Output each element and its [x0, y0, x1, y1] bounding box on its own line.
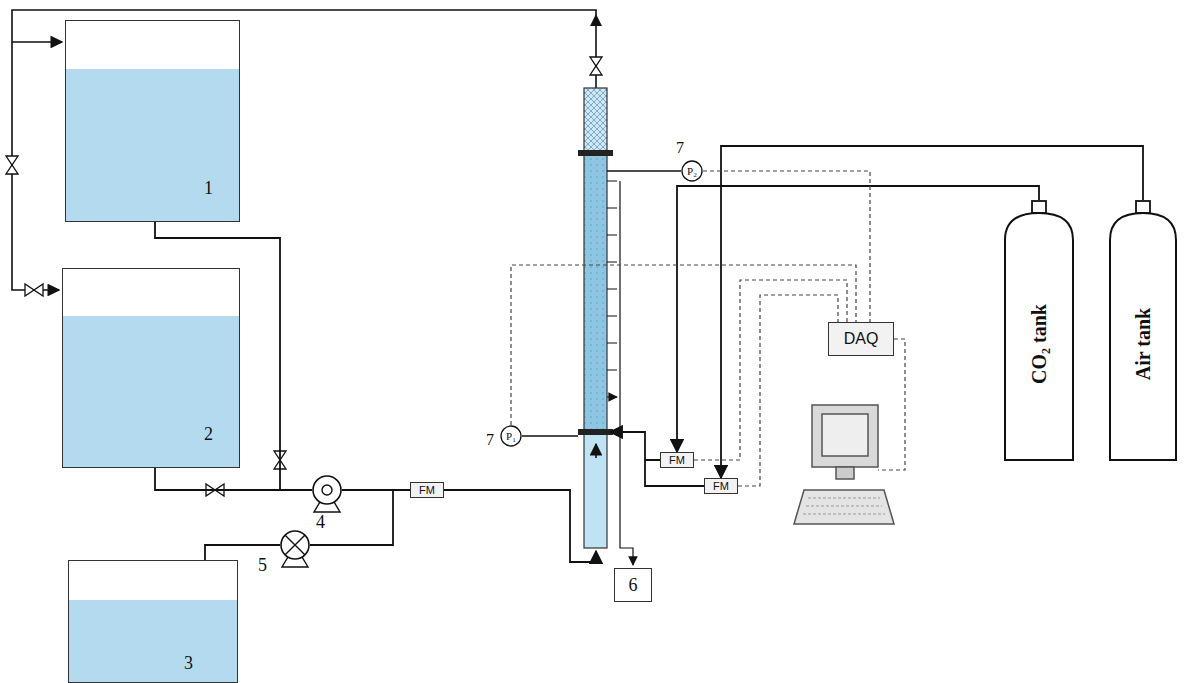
pipe-line: [155, 468, 312, 490]
liquid-tank: 1: [65, 20, 240, 222]
pump-outline: [280, 530, 310, 560]
signal-line: [878, 339, 905, 470]
signal-line: [511, 265, 856, 425]
pressure-gauge: P₁: [500, 425, 522, 447]
liquid-tank: 2: [62, 268, 240, 468]
node-label: FM: [419, 485, 435, 496]
gas-inlet-line: [610, 432, 704, 486]
node-label: DAQ: [844, 331, 879, 347]
bubble-column: [578, 88, 613, 548]
computer-icon: [794, 405, 894, 524]
callout-number: 4: [316, 513, 325, 531]
cylinder-label: CO₂ tank: [1029, 304, 1049, 384]
callout-number: 7: [676, 140, 684, 156]
node-label: FM: [713, 481, 729, 492]
cylinder-label: Air tank: [1133, 308, 1153, 380]
callout-number: 3: [184, 654, 193, 672]
signal-line: [694, 280, 847, 460]
gas-cylinder: Air tank: [1108, 200, 1178, 462]
flow-meter: FM: [410, 482, 444, 498]
recirculation-line: [12, 10, 602, 290]
node-label: P₁: [506, 431, 516, 442]
signal-line: [703, 171, 870, 322]
node-label: FM: [669, 455, 685, 466]
flow-meter: FM: [704, 478, 738, 494]
pressure-tap: [522, 171, 681, 436]
pipe-line: [677, 186, 1039, 452]
callout-number: 5: [258, 556, 267, 574]
liquid-tank: 3: [68, 560, 238, 683]
pump-outline: [312, 475, 342, 505]
callout-number: 1: [204, 179, 213, 197]
pipe-line: [205, 545, 280, 560]
sample-collector: 6: [614, 568, 652, 602]
centrifugal-pump: 4: [312, 475, 342, 505]
daq-box: DAQ: [828, 322, 894, 356]
pressure-gauge: P₂: [681, 160, 703, 182]
node-label: P₂: [687, 166, 697, 177]
pump-base: [282, 502, 340, 567]
callout-number: 7: [486, 432, 494, 448]
node-label: 6: [629, 576, 638, 594]
flow-meter: FM: [660, 452, 694, 468]
sampling-ports: [607, 181, 633, 565]
gas-cylinder: CO₂ tank: [1003, 200, 1075, 462]
signal-line: [738, 295, 838, 486]
pipe-line: [721, 146, 1143, 478]
callout-number: 2: [204, 425, 213, 443]
dosing-pump: 5: [280, 530, 310, 560]
liquid-feed-line: [444, 490, 596, 562]
